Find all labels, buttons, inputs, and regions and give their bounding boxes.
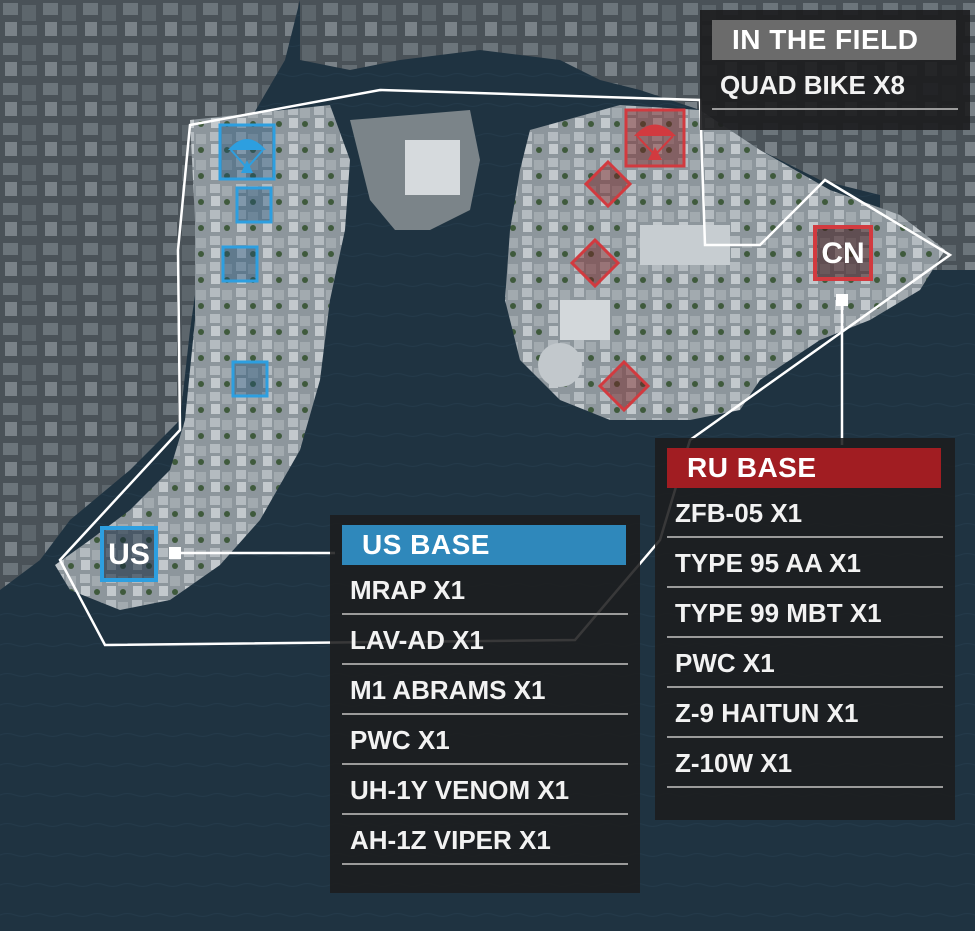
us-vehicle-item: M1 ABRAMS X1 — [342, 665, 628, 715]
ru-base-panel: RU BASE ZFB-05 X1 TYPE 95 AA X1 TYPE 99 … — [655, 438, 955, 820]
field-vehicle-item: QUAD BIKE X8 — [712, 60, 958, 110]
us-leader-dot — [169, 547, 181, 559]
ru-vehicle-item: PWC X1 — [667, 638, 943, 688]
ru-objective-marker — [597, 359, 651, 413]
us-vehicle-item: MRAP X1 — [342, 565, 628, 615]
ru-vehicle-item: Z-9 HAITUN X1 — [667, 688, 943, 738]
us-vehicle-item: PWC X1 — [342, 715, 628, 765]
ru-vehicle-item: TYPE 99 MBT X1 — [667, 588, 943, 638]
ru-rotunda — [538, 343, 582, 387]
ru-building-2 — [560, 300, 610, 340]
ru-objective-marker — [569, 237, 621, 289]
ru-base-vehicle-list: ZFB-05 X1 TYPE 95 AA X1 TYPE 99 MBT X1 P… — [655, 488, 955, 788]
in-the-field-title: IN THE FIELD — [712, 20, 956, 60]
cn-leader-dot — [836, 294, 848, 306]
ru-vehicle-item: TYPE 95 AA X1 — [667, 538, 943, 588]
us-vehicle-item: LAV-AD X1 — [342, 615, 628, 665]
us-objective-marker — [235, 186, 273, 224]
ru-base-title: RU BASE — [667, 448, 941, 488]
us-base-title: US BASE — [342, 525, 626, 565]
us-island — [55, 105, 350, 610]
us-spawn-parachute-icon — [218, 123, 276, 181]
ru-vehicle-item: Z-10W X1 — [667, 738, 943, 788]
us-base-panel: US BASE MRAP X1 LAV-AD X1 M1 ABRAMS X1 P… — [330, 515, 640, 893]
ru-spawn-parachute-icon — [624, 108, 686, 168]
us-base-marker[interactable]: US — [100, 526, 158, 582]
us-objective-marker — [221, 245, 259, 283]
cn-base-marker[interactable]: CN — [813, 225, 873, 281]
ru-objective-marker — [583, 159, 633, 209]
us-base-vehicle-list: MRAP X1 LAV-AD X1 M1 ABRAMS X1 PWC X1 UH… — [330, 565, 640, 865]
central-building — [405, 140, 460, 195]
ru-vehicle-item: ZFB-05 X1 — [667, 488, 943, 538]
in-the-field-list: QUAD BIKE X8 — [700, 60, 970, 110]
in-the-field-panel: IN THE FIELD QUAD BIKE X8 — [700, 10, 970, 130]
us-objective-marker — [231, 360, 269, 398]
us-vehicle-item: AH-1Z VIPER X1 — [342, 815, 628, 865]
us-vehicle-item: UH-1Y VENOM X1 — [342, 765, 628, 815]
